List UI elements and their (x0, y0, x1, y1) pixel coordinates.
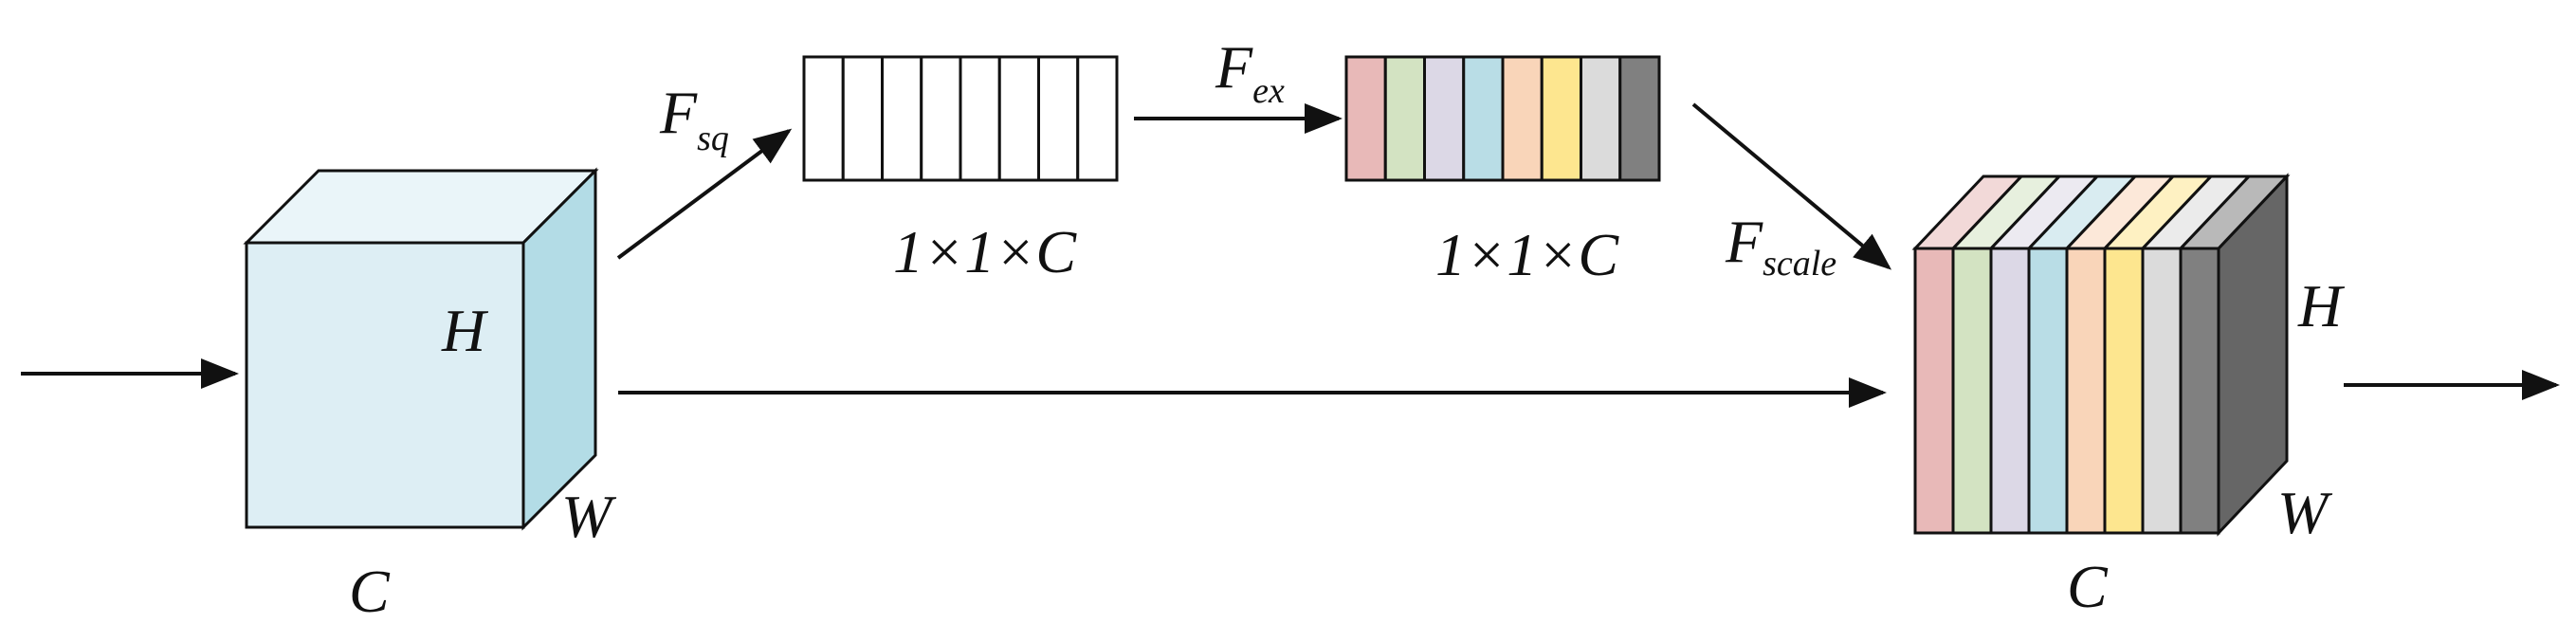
squeeze-cell (881, 55, 923, 182)
excitation-vector (1344, 55, 1661, 182)
output-w-label: W (2277, 479, 2333, 546)
scale-arrow (1691, 102, 1892, 270)
input-cube-front-face (245, 241, 525, 529)
input-h-label: H (441, 297, 489, 364)
squeeze-dims-label: 1×1×C (893, 218, 1077, 285)
squeeze-vector (802, 55, 1119, 182)
squeeze-cell (841, 55, 884, 182)
excitation-cell (1423, 55, 1466, 182)
output-h-label: H (2297, 272, 2346, 339)
output-channel-slice (2179, 247, 2220, 535)
output-channel-slice (1913, 247, 1955, 535)
excitation-cell (1344, 55, 1387, 182)
output-c-label: C (2067, 553, 2109, 620)
input-c-label: C (349, 558, 391, 625)
squeeze-cell (997, 55, 1040, 182)
excitation-dims-label: 1×1×C (1435, 221, 1619, 288)
output-channel-slice (2141, 247, 2183, 535)
excitation-cell (1462, 55, 1505, 182)
scale-operator-label: Fscale (1725, 208, 1836, 284)
output-channel-slice (1951, 247, 1993, 535)
squeeze-cell (920, 55, 962, 182)
excitation-cell (1501, 55, 1544, 182)
output-channel-slice (2027, 247, 2069, 535)
squeeze-arrow (616, 128, 793, 260)
excitation-cell (1540, 55, 1582, 182)
output-tensor-cube (1911, 173, 2291, 537)
output-channel-slice (2103, 247, 2145, 535)
squeeze-cell (802, 55, 845, 182)
squeeze-cell (1076, 55, 1119, 182)
squeeze-cell (959, 55, 1001, 182)
excitation-cell (1580, 55, 1622, 182)
squeeze-operator-label: Fsq (659, 79, 729, 158)
excitation-cell (1383, 55, 1426, 182)
excitation-cell (1618, 55, 1661, 182)
input-w-label: W (561, 483, 617, 550)
output-channel-slice (1989, 247, 2031, 535)
excitation-operator-label: Fex (1215, 33, 1285, 111)
input-tensor-cube (243, 167, 599, 531)
output-channel-slice (2065, 247, 2107, 535)
squeeze-cell (1037, 55, 1080, 182)
